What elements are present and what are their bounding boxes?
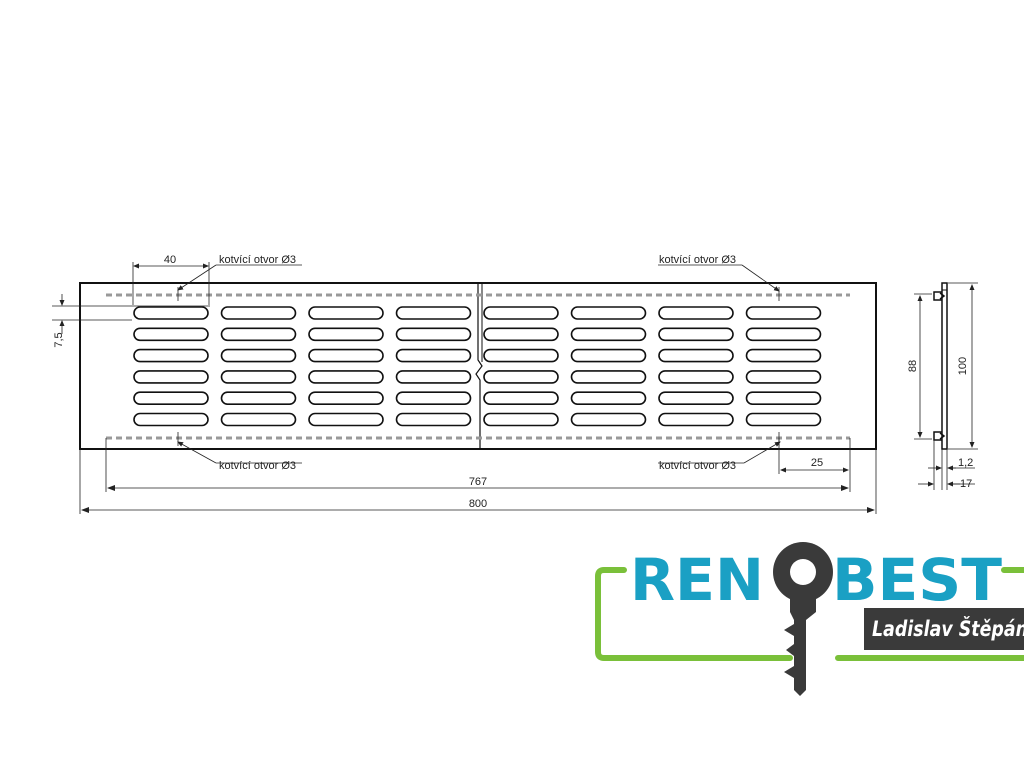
vent-slot [570, 348, 647, 363]
vent-slot [133, 412, 209, 427]
vent-slot [308, 370, 384, 384]
vent-slot [658, 412, 734, 427]
dim-hole-offset: 25 [811, 457, 823, 469]
vent-slot [570, 327, 647, 342]
vent-slot [570, 370, 647, 384]
dim-thickness: 1,2 [958, 457, 973, 469]
vent-slot [483, 327, 559, 342]
vent-slot [395, 327, 472, 342]
vent-slot [570, 412, 647, 427]
vent-slot [745, 327, 822, 342]
vent-slot [308, 412, 384, 427]
vent-slot [308, 348, 384, 363]
owner-banner [864, 608, 1024, 650]
break-line [475, 283, 483, 449]
vent-slot [395, 306, 472, 320]
dim-slot-length: 40 [164, 254, 176, 266]
logo-word-ren: REN [630, 546, 764, 614]
vent-slot [745, 370, 822, 384]
vent-slot [483, 306, 559, 320]
renobest-logo: REN BEST Ladislav Štěpán [595, 542, 1024, 696]
vent-slot [395, 391, 472, 406]
front-view [79, 282, 877, 450]
anchor-hole-label-bottom-right: kotvící otvor Ø3 [659, 460, 736, 472]
vent-slot [483, 412, 559, 427]
vent-slot [745, 306, 822, 320]
vent-slot [745, 391, 822, 406]
vent-slot [745, 412, 822, 427]
logo-owner-name: Ladislav Štěpán [872, 616, 1024, 641]
side-view [933, 282, 948, 450]
vent-slot [220, 412, 297, 427]
vent-slot [483, 348, 559, 363]
side-dimensions [914, 282, 978, 490]
vent-slot [133, 306, 209, 320]
dim-depth: 17 [960, 478, 972, 490]
anchor-hole-label-top-left: kotvící otvor Ø3 [219, 254, 296, 266]
vent-slot [220, 370, 297, 384]
vent-slot [658, 348, 734, 363]
vent-slot [133, 370, 209, 384]
vent-slot [658, 391, 734, 406]
vent-slot [570, 306, 647, 320]
vent-slot [220, 348, 297, 363]
vent-slot [133, 391, 209, 406]
vent-slot [133, 348, 209, 363]
vent-slot [220, 391, 297, 406]
dim-overall-height: 100 [957, 357, 969, 375]
vent-slot [658, 370, 734, 384]
logo-frame [595, 567, 1024, 661]
dim-overall-width: 800 [469, 498, 487, 510]
dim-inner-width: 767 [469, 476, 487, 488]
front-dimensions [52, 262, 877, 514]
dim-slot-pitch: 7,5 [53, 332, 65, 347]
vent-slot [483, 391, 559, 406]
key-icon [773, 542, 833, 696]
vent-slot [395, 370, 472, 384]
anchor-hole-label-top-right: kotvící otvor Ø3 [659, 254, 736, 266]
logo-word-best: BEST [832, 546, 1002, 614]
vent-slot [220, 306, 297, 320]
vent-slot [220, 327, 297, 342]
dim-inner-height: 88 [907, 360, 919, 372]
ventilation-slots [133, 306, 822, 427]
vent-slot [658, 306, 734, 320]
anchor-hole-label-bottom-left: kotvící otvor Ø3 [219, 460, 296, 472]
vent-slot [658, 327, 734, 342]
vent-slot [308, 391, 384, 406]
vent-slot [483, 370, 559, 384]
vent-slot [395, 412, 472, 427]
vent-slot [570, 391, 647, 406]
vent-slot [308, 306, 384, 320]
vent-slot [133, 327, 209, 342]
vent-slot [308, 327, 384, 342]
vent-slot [395, 348, 472, 363]
vent-slot [745, 348, 822, 363]
